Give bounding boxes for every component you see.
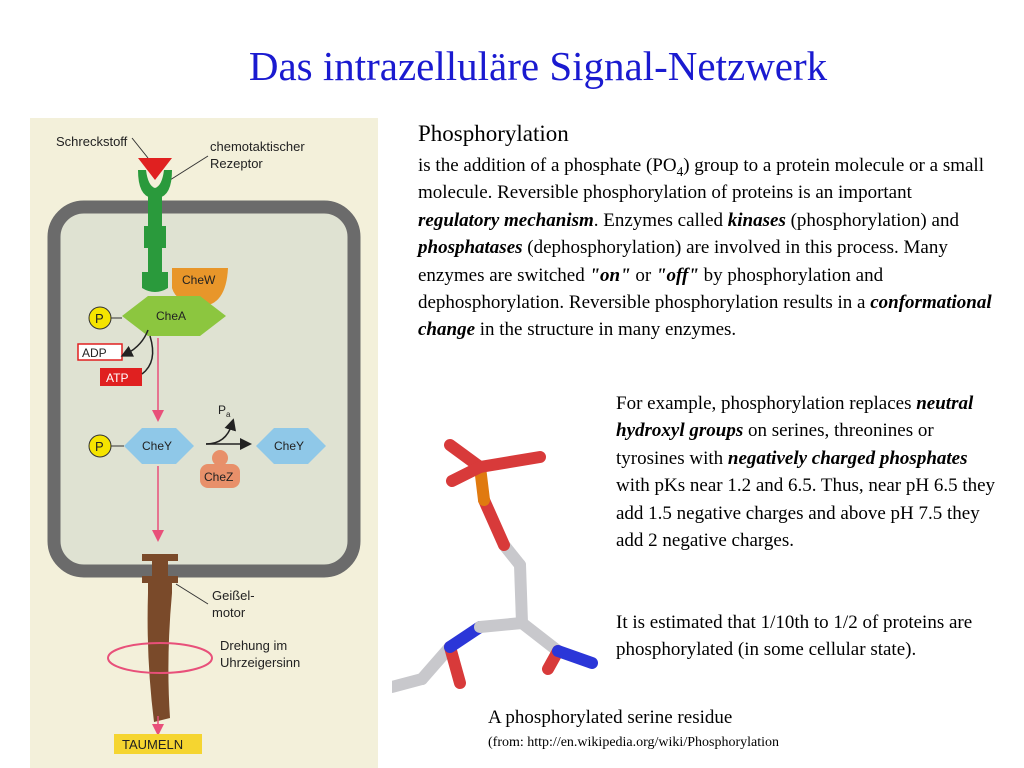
phosphoserine-molecule	[392, 439, 598, 693]
atp-box	[100, 368, 142, 386]
chew-label: CheW	[182, 273, 216, 287]
rotation-label-line2: Uhrzeigersinn	[220, 655, 300, 670]
chey-right-label: CheY	[274, 439, 304, 453]
chez-shape	[200, 450, 240, 488]
chey-left-label: CheY	[142, 439, 172, 453]
rotation-label-line1: Drehung im	[220, 638, 287, 653]
motor-label-line1: Geißel-	[212, 588, 255, 603]
atp-label: ATP	[106, 371, 128, 385]
slide-title: Das intrazelluläre Signal-Netzwerk	[248, 43, 828, 89]
phosphate-label-1: P	[95, 311, 104, 326]
taumeln-label: TAUMELN	[122, 737, 183, 752]
repellent-triangle	[138, 158, 172, 180]
phosphorylation-definition: is the addition of a phosphate (PO4) gro…	[418, 155, 992, 341]
motor-label-line2: motor	[212, 605, 246, 620]
taumeln-box	[114, 734, 202, 754]
adp-label: ADP	[82, 346, 107, 360]
flagellum	[147, 593, 172, 722]
chea-shape	[122, 296, 226, 336]
schreckstoff-label: Schreckstoff	[56, 134, 128, 149]
molecule-source: (from: http://en.wikipedia.org/wiki/Phos…	[488, 735, 779, 750]
chea-label: CheA	[156, 309, 186, 323]
chemotactic-receptor	[138, 170, 172, 292]
example-paragraph: For example, phosphorylation replaces ne…	[616, 393, 996, 552]
pa-label: Pa	[218, 403, 231, 419]
phosphorylation-heading: Phosphorylation	[418, 121, 569, 146]
chey-left-shape	[124, 428, 194, 464]
receptor-label-line1: chemotaktischer	[210, 139, 305, 154]
molecule-caption: A phosphorylated serine residue	[488, 707, 733, 728]
rotation-arrow	[107, 642, 213, 674]
receptor-label-line2: Rezeptor	[210, 156, 263, 171]
cell-membrane	[47, 200, 361, 578]
chemotaxis-diagram: Schreckstoff chemotaktischer Rezeptor Ch…	[30, 118, 378, 768]
phosphate-label-2: P	[95, 439, 104, 454]
chey-right-shape	[256, 428, 326, 464]
chemotaxis-diagram-svg: Schreckstoff chemotaktischer Rezeptor Ch…	[47, 134, 361, 754]
estimate-paragraph: It is estimated that 1/10th to 1/2 of pr…	[616, 612, 973, 661]
flagellar-motor	[142, 554, 178, 593]
chez-label: CheZ	[204, 470, 233, 484]
